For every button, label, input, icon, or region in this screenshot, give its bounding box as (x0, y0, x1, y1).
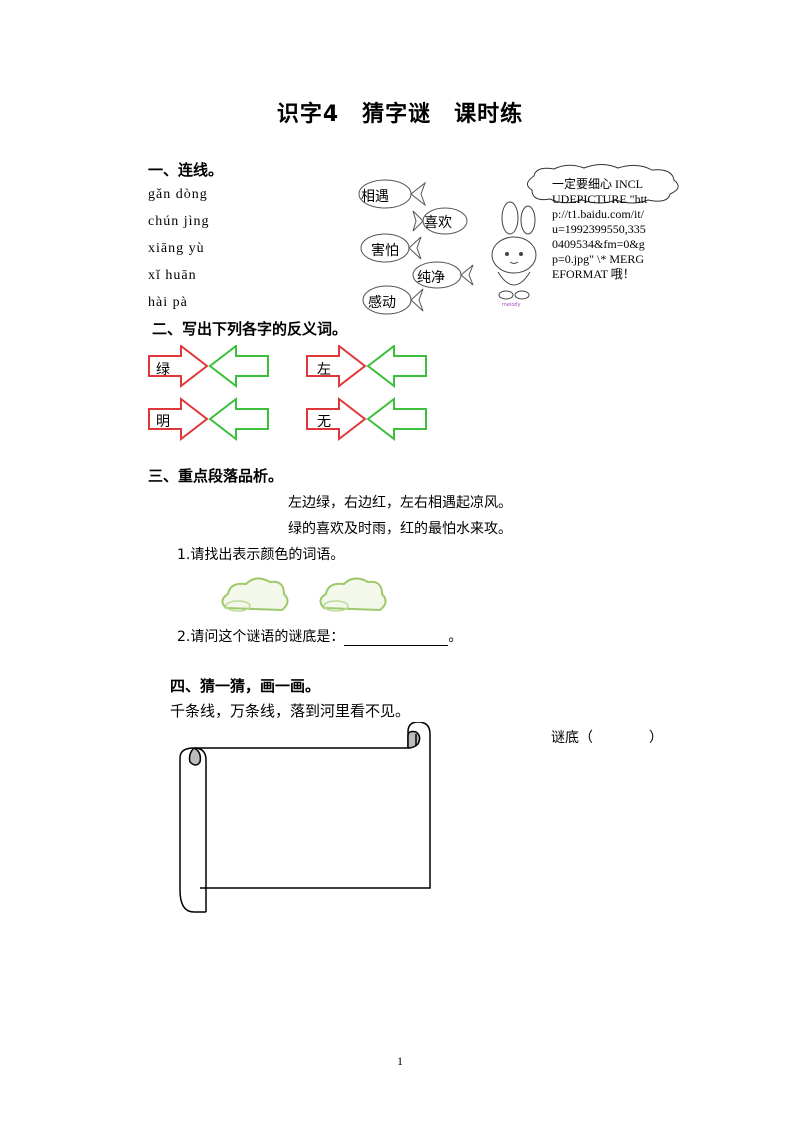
right-arrow-icon (306, 345, 366, 387)
right-arrow-icon (306, 398, 366, 440)
passage-line: 左边绿，右边红，左右相遇起凉风。 (288, 495, 512, 511)
word-item: 害怕 (371, 243, 399, 259)
antonym-char: 明 (156, 414, 170, 430)
fish-icon (412, 207, 468, 235)
word-item: 纯净 (417, 270, 445, 286)
fish-icon (358, 179, 427, 209)
section1-heading: 一、连线。 (148, 161, 224, 179)
antonym-arrows (148, 345, 427, 440)
word-item: 相遇 (361, 189, 389, 205)
fish-icon (412, 261, 474, 289)
answer-clouds (221, 577, 387, 612)
left-arrow-icon (209, 345, 269, 387)
passage-line: 绿的喜欢及时雨，红的最怕水来攻。 (288, 521, 512, 537)
antonym-char: 无 (317, 414, 331, 430)
antonym-char: 绿 (156, 362, 170, 378)
question-2-suffix: 。 (448, 629, 463, 645)
answer-blank[interactable] (344, 631, 449, 646)
fish-icon (362, 285, 424, 315)
pinyin-item: hài pà (148, 295, 188, 310)
fish-shapes (358, 179, 474, 315)
section4-heading: 四、猜一猜，画一画。 (170, 677, 321, 695)
section3-heading: 三、重点段落品析。 (148, 467, 284, 485)
page-number: 1 (397, 1054, 403, 1068)
section2-heading: 二、写出下列各字的反义词。 (152, 320, 348, 338)
left-arrow-icon (367, 398, 427, 440)
question-2: 2.请问这个谜语的谜底是： 。 (177, 626, 462, 646)
cloud-icon (319, 577, 387, 612)
question-2-text: 2.请问这个谜语的谜底是： (177, 629, 345, 645)
svg-text:melody: melody (502, 302, 521, 308)
cloud-icon (221, 577, 289, 612)
page-title: 识字4 猜字谜 课时练 (276, 102, 524, 127)
left-arrow-icon (209, 398, 269, 440)
bubble-text: 一定要细心 INCLUDEPICTURE "http://t1.baidu.co… (552, 177, 648, 281)
pinyin-item: chún jìng (148, 214, 210, 229)
pinyin-item: gǎn dòng (148, 187, 208, 202)
cartoon-rabbit-icon: melody (491, 201, 537, 308)
pinyin-item: xiāng yù (148, 241, 205, 256)
left-arrow-icon (367, 345, 427, 387)
thought-bubble (527, 164, 679, 204)
word-item: 感动 (368, 295, 396, 311)
word-item: 喜欢 (424, 215, 452, 231)
antonym-char: 左 (317, 362, 331, 378)
riddle-text: 千条线，万条线，落到河里看不见。 (170, 702, 411, 720)
drawing-scroll[interactable] (172, 722, 438, 914)
answer-label: 谜底（ ） (551, 730, 663, 746)
pinyin-item: xǐ huān (148, 268, 197, 283)
question-1: 1.请找出表示颜色的词语。 (177, 547, 345, 563)
fish-icon (360, 233, 422, 263)
